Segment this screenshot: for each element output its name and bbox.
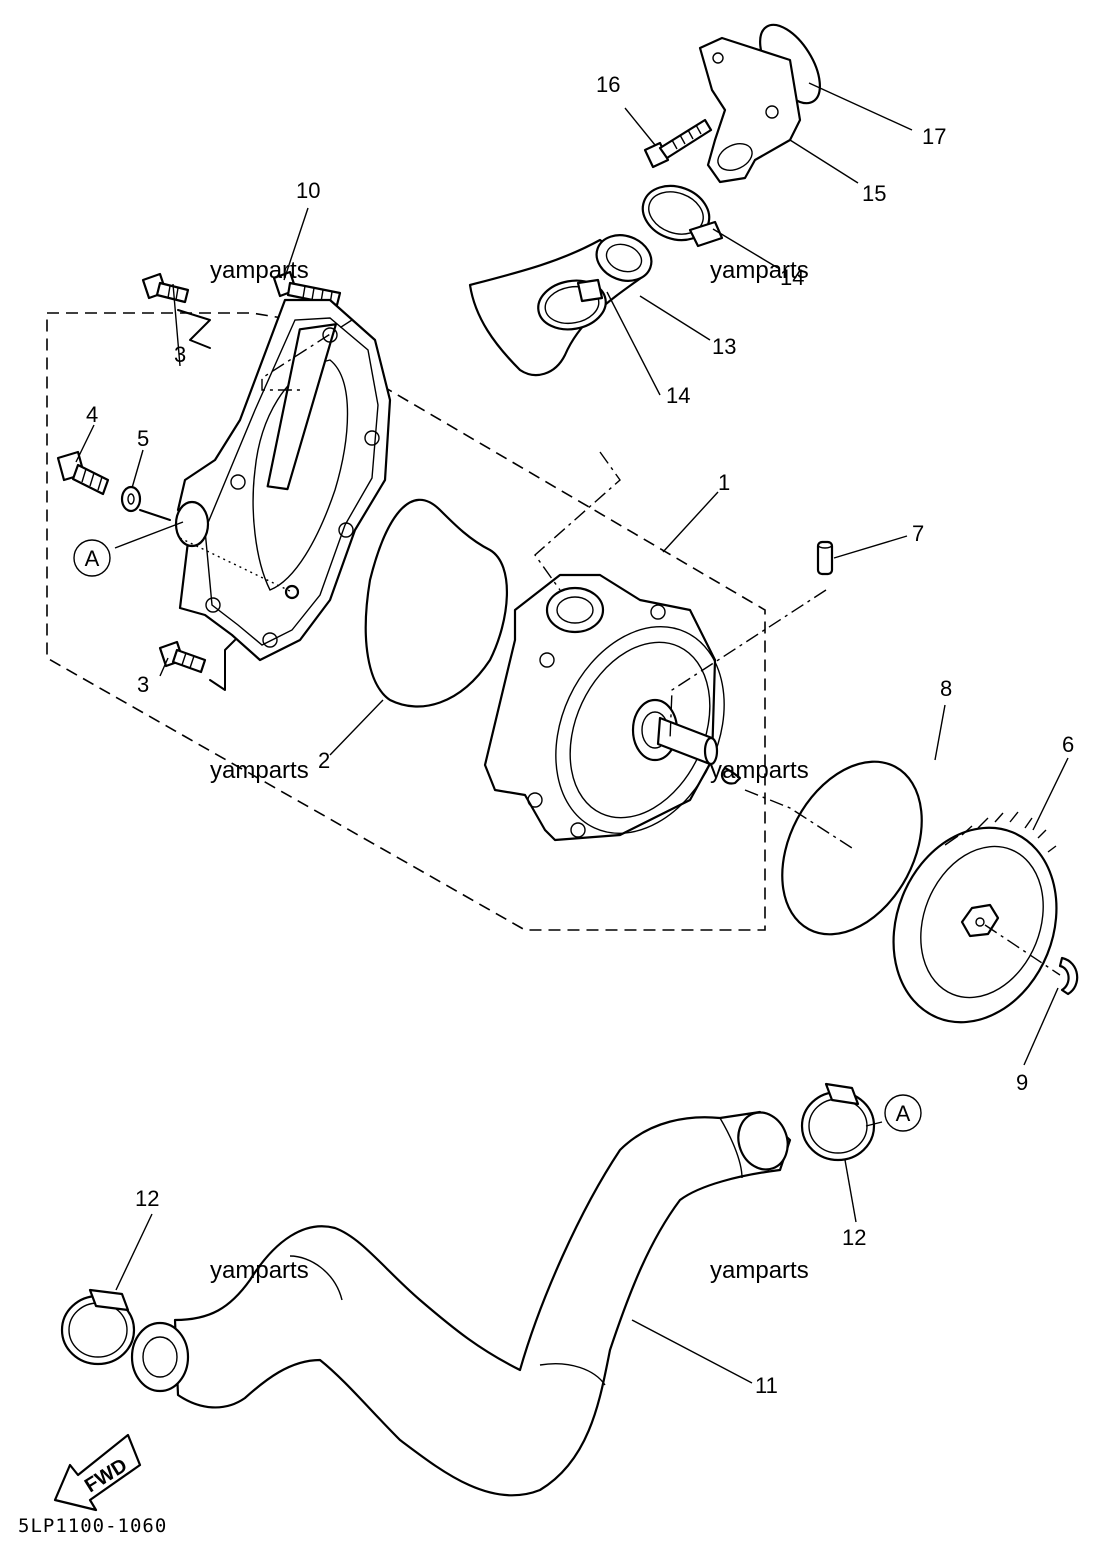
- fwd-arrow-icon: FWD: [53, 1433, 142, 1512]
- hose-11: [130, 1110, 792, 1497]
- callout-leaders: [75, 82, 1069, 1384]
- callout-5: 5: [137, 426, 149, 451]
- callout-7: 7: [912, 521, 924, 546]
- callout-6: 6: [1062, 732, 1074, 757]
- ref-marker-a-left: A: [73, 539, 111, 577]
- hose-clamp-12-left: [60, 1288, 136, 1366]
- watermark-4: yamparts: [710, 757, 809, 784]
- gasket-8: [781, 760, 923, 936]
- impeller-gear-6: [892, 811, 1058, 1024]
- circlip-9: [1058, 956, 1079, 996]
- callout-3-upper: 3: [174, 342, 186, 367]
- callout-16: 16: [596, 72, 620, 97]
- dowel-pin-7: [816, 540, 834, 576]
- watermark-5: yamparts: [210, 1257, 309, 1284]
- callout-11: 11: [755, 1373, 778, 1398]
- pump-housing-1: [483, 573, 725, 842]
- callout-3-lower: 3: [137, 672, 149, 697]
- svg-text:A: A: [85, 546, 100, 571]
- callout-9: 9: [1016, 1070, 1028, 1095]
- callout-15: 15: [862, 181, 886, 206]
- callout-13: 13: [712, 334, 736, 359]
- hose-clamp-14-upper: [641, 184, 724, 248]
- callout-10: 10: [296, 178, 320, 203]
- bolt-16: [643, 118, 713, 169]
- hose-clamp-14-lower: [537, 278, 607, 331]
- callout-17: 17: [922, 124, 946, 149]
- callout-8: 8: [940, 676, 952, 701]
- diagram-code: 5LP1100-1060: [18, 1515, 167, 1537]
- bolt-4: [56, 450, 110, 496]
- callout-14-upper: 14: [780, 265, 804, 290]
- svg-text:A: A: [896, 1101, 911, 1126]
- gasket-2: [364, 498, 508, 708]
- watermark-2: yamparts: [710, 257, 809, 284]
- watermark-6: yamparts: [710, 1257, 809, 1284]
- callout-1: 1: [718, 470, 730, 495]
- shaft-clip: [720, 766, 742, 785]
- bolt-3-lower: [158, 640, 207, 674]
- callout-14-lower: 14: [666, 383, 690, 408]
- callout-numbers: 1 2 3 3 4 5 6 7 8 9 10 11 12 12 13 14 14…: [86, 72, 1074, 1398]
- watermark-3: yamparts: [210, 757, 309, 784]
- callout-2: 2: [318, 748, 330, 773]
- leader-lines: [139, 309, 1061, 976]
- callout-12-left: 12: [135, 1186, 159, 1211]
- callout-12-right: 12: [842, 1225, 866, 1250]
- watermark-1: yamparts: [210, 257, 309, 284]
- pump-cover: [174, 298, 392, 662]
- callout-4: 4: [86, 402, 98, 427]
- washer-5: [120, 485, 142, 513]
- ref-marker-a-right: A: [884, 1094, 922, 1132]
- outlet-fitting-15: [698, 36, 802, 184]
- hose-clamp-12-right: [800, 1082, 876, 1162]
- bolt-3-upper: [141, 272, 190, 304]
- watermarks: yamparts yamparts yamparts yamparts yamp…: [210, 257, 809, 1284]
